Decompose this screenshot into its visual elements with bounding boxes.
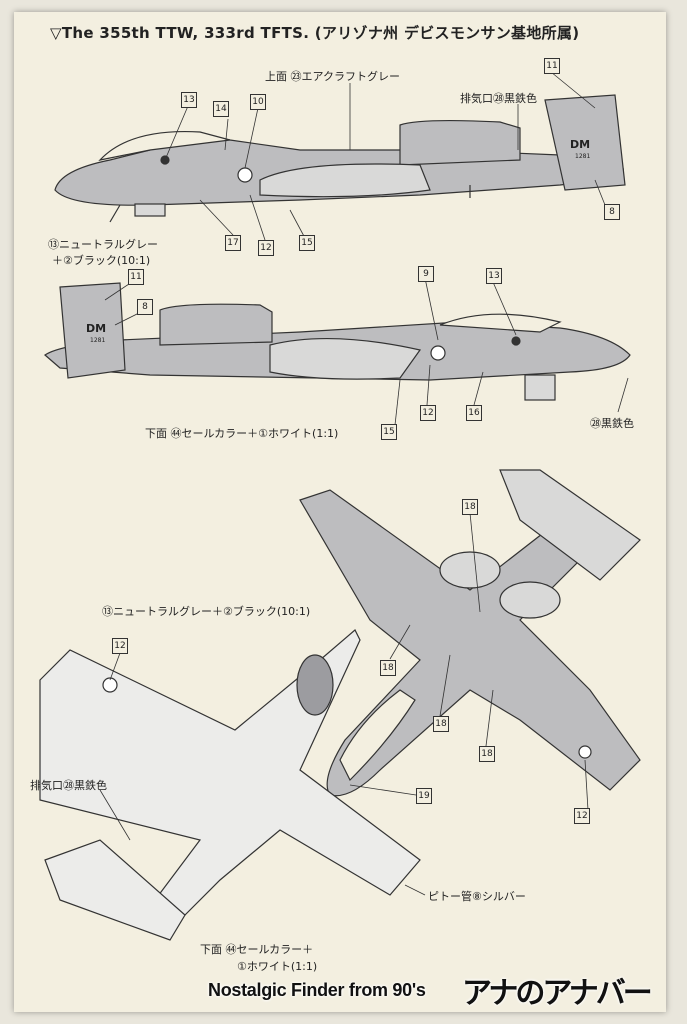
svg-text:1281: 1281 [575,153,590,160]
svg-text:DM: DM [570,138,590,151]
marker-box: 13 [181,92,197,108]
label-neutral-mix-full: ⑬ニュートラルグレー＋②ブラック(10:1) [102,605,311,618]
marker-box: 18 [462,499,478,515]
marker-box: 18 [380,660,396,676]
svg-text:1281: 1281 [90,337,105,344]
marker-box: 10 [250,94,266,110]
marker-box: 16 [466,405,482,421]
label-exhaust-mid: ㉘黒鉄色 [590,417,634,430]
marker-box: 13 [486,268,502,284]
marker-box: 8 [604,204,620,220]
marker-box: 12 [420,405,436,421]
marker-box: 11 [544,58,560,74]
label-exhaust-bottom: 排気口㉘黒鉄色 [30,779,107,792]
marker-box: 15 [381,424,397,440]
marker-box: 12 [112,638,128,654]
marker-box: 18 [479,746,495,762]
side-view-right [44,282,631,401]
marker-box: 11 [128,269,144,285]
plan-view-bottom [39,629,421,941]
marker-box: 17 [225,235,241,251]
sheet-title: ▽The 355th TTW, 333rd TFTS. (アリゾナ州 デビスモン… [50,24,580,42]
label-upper-color: 上面 ㉓エアクラフトグレー [265,70,400,83]
label-lower-color-2a: 下面 ㊹セールカラー＋ [200,943,314,956]
side-view-left [54,94,626,223]
watermark-text: Nostalgic Finder from 90's [208,980,426,1000]
marker-box: 18 [433,716,449,732]
marker-box: 12 [258,240,274,256]
marker-box: 9 [418,266,434,282]
tail-code-second: DM 1281 [86,322,106,344]
marker-box: 12 [574,808,590,824]
svg-text:DM: DM [86,322,106,335]
label-lower-color-2b: ①ホワイト(1:1) [237,960,318,973]
label-neutral-mix-line2: ＋②ブラック(10:1) [52,254,151,267]
label-exhaust-top: 排気口㉘黒鉄色 [460,92,537,105]
plan-view-top [299,469,641,797]
tail-code-top: DM 1281 [570,138,590,160]
marker-box: 15 [299,235,315,251]
marker-box: 14 [213,101,229,117]
logo-text: アナのアナバー [462,976,653,1011]
label-lower-color: 下面 ㊹セールカラー＋①ホワイト(1:1) [145,427,339,440]
label-neutral-mix-line1: ⑬ニュートラルグレー [48,238,158,251]
marker-box: 8 [137,299,153,315]
marker-box: 19 [416,788,432,804]
label-pitot: ピトー管⑧シルバー [428,890,526,903]
